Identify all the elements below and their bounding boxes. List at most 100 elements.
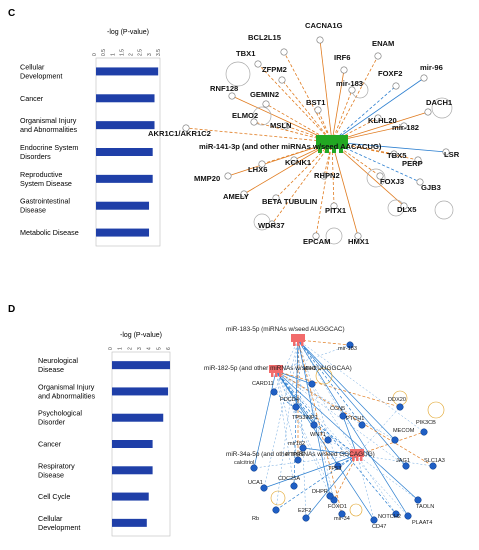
axis-title: -log (P-value)	[107, 29, 149, 36]
network-edge	[297, 339, 331, 497]
hub-node-c-leg-1	[318, 147, 322, 153]
category-label-line: Cell Cycle	[38, 492, 70, 501]
self-loop	[427, 401, 445, 419]
mirna-hub-node	[291, 334, 305, 342]
category-label-line: Organismal Injury	[38, 382, 95, 391]
gene-label: MECOM	[393, 428, 415, 434]
tick-label: 0	[92, 53, 98, 56]
gene-label: mir182	[288, 441, 305, 447]
gene-node	[390, 150, 398, 158]
gene-label: EPCAM	[303, 237, 330, 246]
network-edge	[253, 454, 358, 469]
gene-node	[316, 36, 324, 44]
gene-label: WNT1	[310, 432, 326, 438]
gene-label: AKR1C1/AKR1C2	[148, 129, 211, 138]
gene-label: KCNK1	[285, 158, 312, 167]
self-loop	[315, 367, 333, 385]
gene-label: TBX5	[387, 151, 407, 160]
self-loop	[349, 503, 363, 517]
network-edge	[257, 63, 333, 143]
panel-letter-d: D	[8, 304, 15, 315]
network-edge	[342, 415, 358, 456]
gene-node	[400, 202, 408, 210]
gene-node	[348, 86, 356, 94]
tick-label: 5	[156, 347, 162, 350]
tick-label: 0	[108, 347, 114, 350]
gene-node	[228, 92, 236, 100]
gene-label: mir-182	[392, 123, 419, 132]
gene-label: GJB3	[421, 183, 441, 192]
network-edge	[331, 85, 397, 143]
axis-title: -log (P-value)	[120, 332, 162, 339]
gene-node	[280, 48, 288, 56]
network-edge	[275, 370, 331, 497]
network-edge	[297, 339, 344, 417]
gene-label: ENAM	[372, 39, 394, 48]
gene-label: IDH2	[304, 366, 317, 372]
network-edge	[285, 125, 333, 143]
bar	[96, 121, 155, 130]
gene-node	[314, 106, 322, 114]
gene-node	[358, 421, 366, 429]
gene-node	[299, 444, 307, 452]
gene-node	[391, 436, 399, 444]
gene-label: IRF6	[334, 53, 350, 62]
tick-label: 4	[147, 347, 153, 350]
network-edge	[356, 454, 375, 521]
network-edge	[243, 141, 333, 195]
gene-label: MSLN	[270, 121, 292, 130]
category-label-line: Organismal Injury	[20, 116, 77, 125]
gene-label: RHPN2	[314, 171, 340, 180]
gene-label: PITX1	[325, 206, 347, 215]
gene-node	[414, 156, 422, 164]
gene-node	[290, 482, 298, 490]
gene-label: DACH1	[426, 98, 453, 107]
gene-node	[396, 403, 404, 411]
bar	[112, 413, 164, 422]
gene-label: PTCH1	[346, 416, 364, 422]
network-edge	[227, 141, 333, 177]
gene-label: PERP	[402, 159, 423, 168]
mirna-hub-node-leg	[301, 342, 304, 346]
hub-node-c-leg-2	[325, 147, 329, 153]
gene-label: PTPRE	[286, 452, 305, 458]
category-label: Cell Cycle	[38, 492, 70, 501]
gene-node	[330, 202, 338, 210]
gene-label: DDX20	[388, 397, 406, 403]
gene-label: UCA1	[248, 480, 263, 486]
category-label-line: Disorders	[20, 152, 51, 161]
network-edge	[231, 95, 333, 143]
gene-node	[339, 412, 347, 420]
gene-label: CARD11	[252, 381, 274, 387]
self-loop	[270, 490, 286, 506]
gene-node	[302, 514, 310, 522]
gene-label: PIK3CB	[416, 420, 436, 426]
hub-node-c-leg-3	[332, 147, 336, 153]
mirna-hub-node-leg	[293, 342, 296, 346]
category-label-line: Cellular	[38, 514, 63, 523]
network-edge	[356, 454, 419, 501]
tick-label: 2	[129, 53, 135, 56]
category-label-line: Metabolic Disease	[20, 228, 79, 237]
network-edge	[275, 141, 333, 199]
hub-node-c	[316, 135, 348, 149]
gene-label: LHX6	[248, 165, 267, 174]
gene-node	[308, 380, 316, 388]
gene-node	[324, 436, 332, 444]
gene-node	[392, 510, 400, 518]
bar	[96, 228, 150, 237]
gene-node	[240, 190, 248, 198]
category-label-line: Disease	[20, 206, 46, 215]
gene-label: CCN5	[330, 406, 345, 412]
network-edge	[263, 339, 299, 489]
self-loop	[225, 61, 251, 87]
tick-label: 3.5	[156, 49, 162, 56]
gene-node	[262, 100, 270, 108]
gene-node	[374, 114, 382, 122]
gene-node	[250, 118, 258, 126]
network-edge	[331, 117, 379, 143]
network-edge	[356, 431, 425, 456]
